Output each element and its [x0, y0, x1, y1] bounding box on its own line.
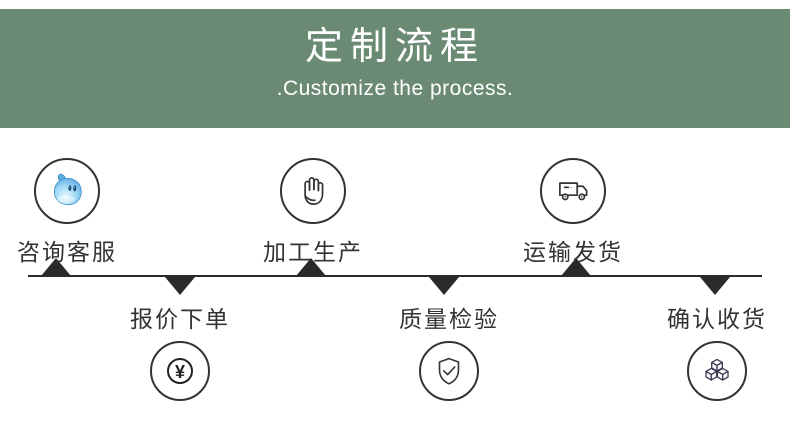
timeline-line: [28, 275, 762, 277]
timeline-arrow-down-2: [429, 277, 459, 295]
step-label: 确认收货: [667, 306, 767, 332]
step-quote-order: 报价下单 ¥: [130, 300, 230, 401]
step-circle: [687, 341, 747, 401]
yuan-currency-icon: ¥: [167, 358, 193, 384]
step-label: 运输发货: [523, 239, 623, 265]
chat-mascot-icon: [45, 169, 89, 213]
step-label: 报价下单: [130, 306, 230, 332]
step-label: 加工生产: [263, 239, 363, 265]
step-label: 质量检验: [399, 306, 499, 332]
timeline-arrow-down-1: [165, 277, 195, 295]
step-consult-service: 咨询客服: [17, 158, 117, 267]
step-shipping: 运输发货: [523, 158, 623, 267]
timeline-arrow-up-1: [41, 258, 71, 276]
truck-icon: [552, 170, 594, 212]
step-circle: [540, 158, 606, 224]
step-confirm-receipt: 确认收货: [667, 300, 767, 401]
header-banner: 定制流程 .Customize the process.: [0, 9, 790, 128]
timeline-arrow-down-3: [700, 277, 730, 295]
step-circle: [280, 158, 346, 224]
step-production: 加工生产: [263, 158, 363, 267]
page-title: 定制流程: [304, 26, 485, 68]
step-label: 咨询客服: [17, 239, 117, 265]
step-quality-inspection: 质量检验: [399, 300, 499, 401]
step-circle: [34, 158, 100, 224]
hand-icon: [292, 170, 334, 212]
page-subtitle: .Customize the process.: [276, 77, 514, 100]
step-circle: ¥: [150, 341, 210, 401]
timeline-arrow-up-3: [561, 258, 591, 276]
timeline-arrow-up-2: [296, 258, 326, 276]
shield-check-icon: [430, 352, 468, 390]
boxes-icon: [698, 352, 736, 390]
step-circle: [419, 341, 479, 401]
